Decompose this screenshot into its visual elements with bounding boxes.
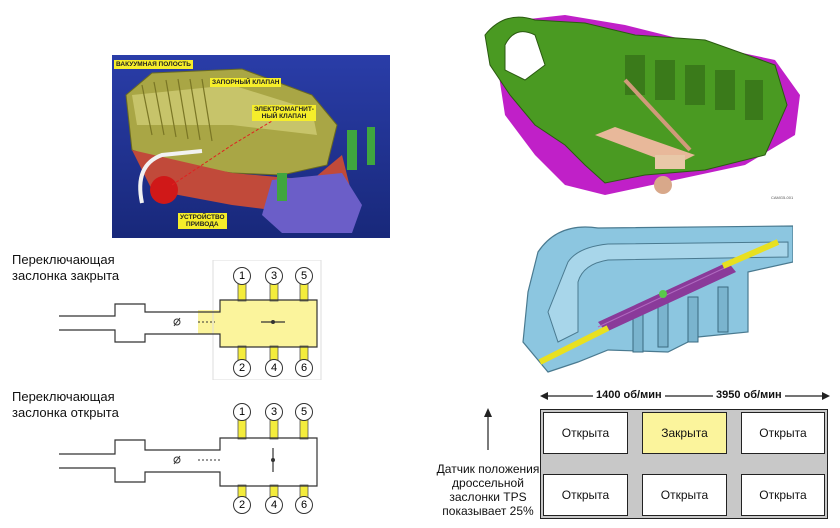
tps-line2: дроссельной (452, 476, 524, 490)
port-circle: 2 (233, 496, 251, 514)
flap-open-line2: заслонка открыта (12, 405, 119, 420)
port-circle: 2 (233, 359, 251, 377)
tps-line4: показывает 25% (442, 504, 534, 518)
rpm-high-label: 3950 об/мин (713, 389, 785, 401)
tag-solenoid-line2: НЫЙ КЛАПАН (261, 113, 307, 120)
render-caption: CAMG5-001 (771, 195, 794, 200)
manifold-photo: ВАКУУМНАЯ ПОЛОСТЬ ЗАПОРНЫЙ КЛАПАН ЭЛЕКТР… (112, 55, 390, 238)
port-circle: 5 (295, 267, 313, 285)
rpm-arrow (540, 388, 830, 404)
tag-actuator-line2: ПРИВОДА (186, 221, 219, 228)
flap-open-label: Переключающая заслонка открыта (12, 389, 119, 421)
tag-solenoid-valve: ЭЛЕКТРОМАГНИТ- НЫЙ КЛАПАН (252, 105, 316, 121)
port-circle: 1 (233, 403, 251, 421)
port-circle: 6 (295, 359, 313, 377)
cutaway-render (518, 222, 793, 377)
manifold-render: CAMG5-001 (475, 5, 805, 210)
port-circle: 5 (295, 403, 313, 421)
tag-actuator-line1: УСТРОЙСТВО (180, 214, 225, 221)
port-circle: 1 (233, 267, 251, 285)
port-circle: 3 (265, 403, 283, 421)
tag-shutoff-valve: ЗАПОРНЫЙ КЛАПАН (210, 78, 282, 87)
flap-closed-label: Переключающая заслонка закрыта (12, 252, 119, 284)
grid-top-left: Открыта (543, 412, 628, 454)
tps-line1: Датчик положения (436, 462, 540, 476)
grid-bottom-left: Открыта (543, 474, 628, 516)
grid-top-right: Открыта (741, 412, 825, 454)
tps-line3: заслонки TPS (449, 490, 527, 504)
tps-label: Датчик положения дроссельной заслонки TP… (418, 462, 558, 518)
port-circle: 4 (265, 496, 283, 514)
flap-closed-diagram: 1 3 5 2 4 6 (55, 259, 345, 381)
tps-arrow (482, 408, 494, 450)
grid-bottom-right: Открыта (741, 474, 825, 516)
grid-top-middle: Закрыта (642, 412, 727, 454)
port-circle: 6 (295, 496, 313, 514)
port-circle: 4 (265, 359, 283, 377)
port-circle: 3 (265, 267, 283, 285)
manifold-photo-art (125, 68, 375, 233)
flap-open-line1: Переключающая (12, 389, 115, 404)
tag-vacuum-cavity: ВАКУУМНАЯ ПОЛОСТЬ (114, 60, 193, 69)
manifold-render-art (484, 15, 800, 195)
grid-bottom-middle: Открыта (642, 474, 727, 516)
flap-closed-line1: Переключающая (12, 252, 115, 267)
rpm-low-label: 1400 об/мин (593, 389, 665, 401)
flap-open-diagram: 1 3 5 2 4 6 (55, 398, 345, 523)
flap-closed-line2: заслонка закрыта (12, 268, 120, 283)
tag-actuator: УСТРОЙСТВО ПРИВОДА (178, 213, 227, 229)
tag-solenoid-line1: ЭЛЕКТРОМАГНИТ- (254, 106, 314, 113)
